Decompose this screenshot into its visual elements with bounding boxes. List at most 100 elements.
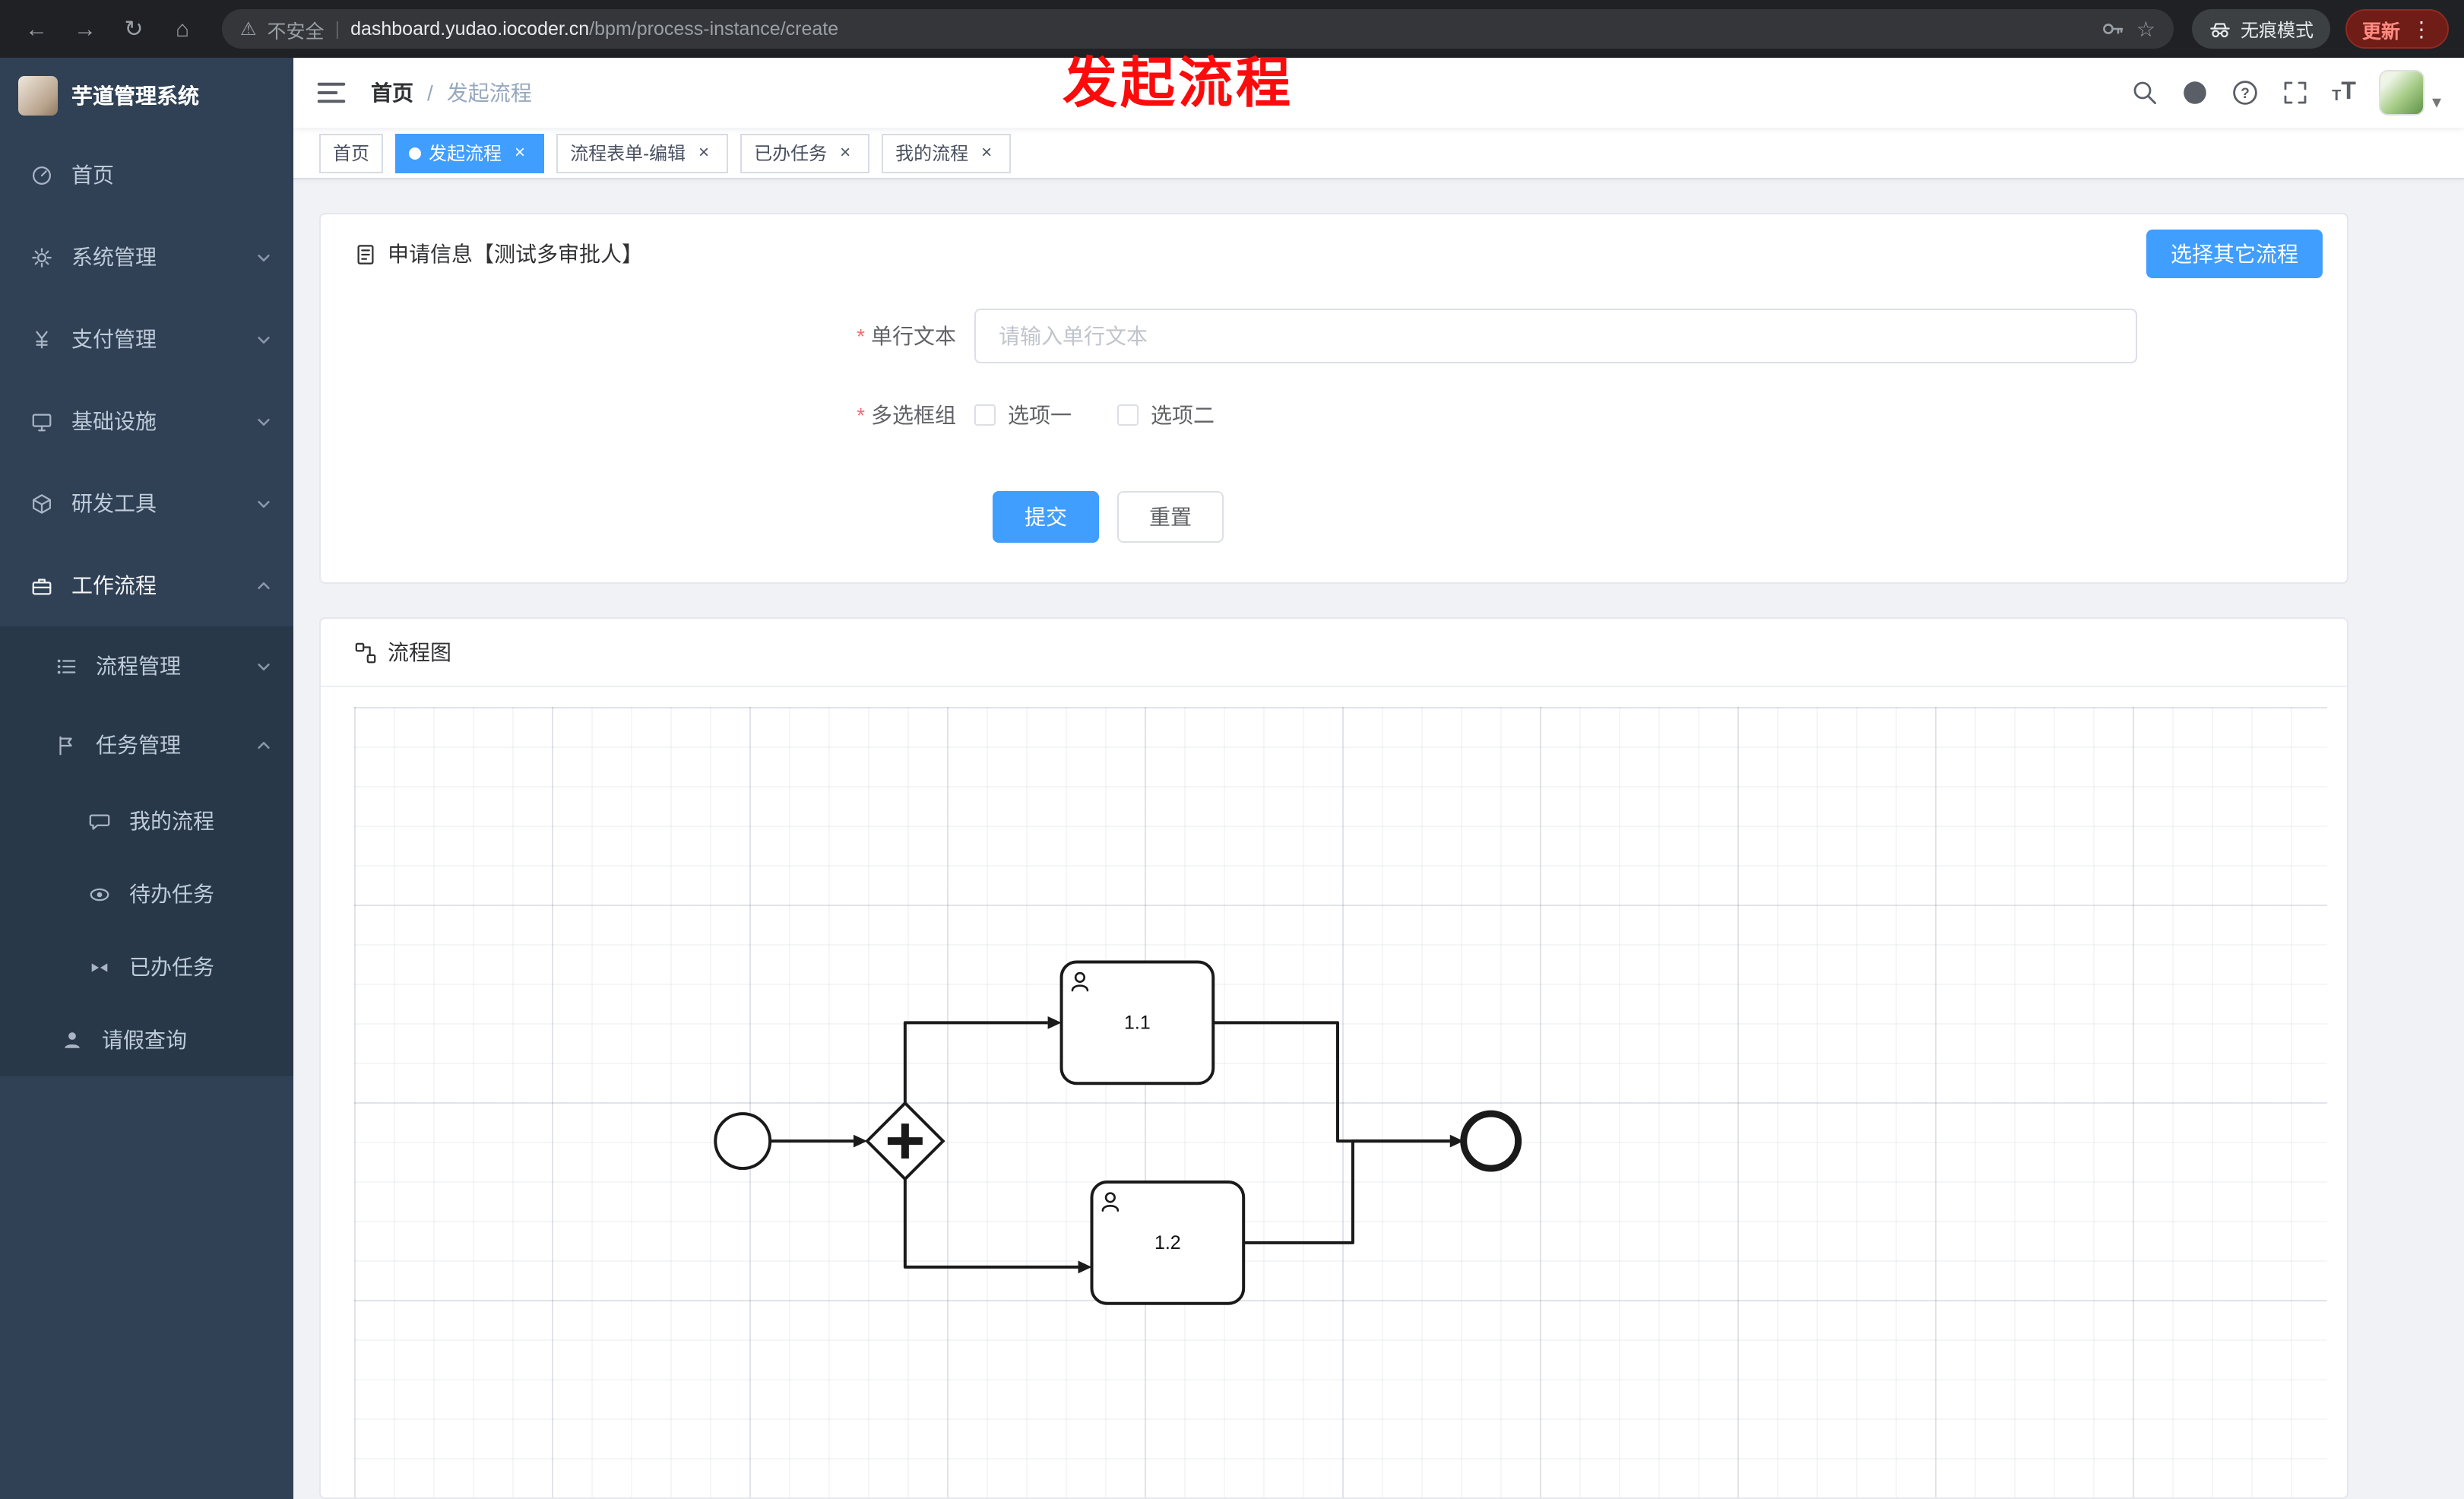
user-task-icon — [1071, 971, 1089, 992]
arrowhead — [1047, 1016, 1062, 1029]
tab-close-icon[interactable]: × — [981, 141, 993, 162]
bpmn-start-event[interactable] — [714, 1112, 772, 1171]
sidebar-item-task-management[interactable]: 任务管理 — [0, 705, 293, 784]
breadcrumb-home-link[interactable]: 首页 — [371, 81, 413, 105]
incognito-label: 无痕模式 — [2240, 19, 2314, 40]
checkbox-option-1[interactable]: 选项一 — [974, 400, 1072, 430]
url-path: /bpm/process-instance/create — [589, 18, 839, 40]
sidebar-item-label: 工作流程 — [71, 573, 157, 597]
chevron-down-icon — [258, 335, 270, 343]
help-icon[interactable]: ? — [2231, 79, 2259, 106]
password-key-icon[interactable] — [2101, 17, 2126, 41]
avatar[interactable] — [2378, 70, 2424, 116]
sidebar-item-infrastructure[interactable]: 基础设施 — [0, 380, 293, 462]
tab-close-icon[interactable]: × — [698, 141, 710, 162]
gear-icon — [32, 247, 52, 267]
chevron-down-icon — [258, 662, 270, 670]
field-label-checkbox-group: *多选框组 — [857, 403, 956, 427]
url-text: dashboard.yudao.iocoder.cn/bpm/process-i… — [350, 18, 838, 40]
browser-menu-icon[interactable]: ⋮ — [2411, 16, 2432, 40]
arrowhead — [1449, 1134, 1464, 1148]
bpmn-user-task-1-1[interactable]: 1.1 — [1059, 960, 1215, 1085]
plus-icon — [887, 1123, 923, 1159]
card-title: 申请信息【测试多审批人】 — [388, 242, 643, 266]
single-line-text-input[interactable] — [974, 309, 2137, 363]
sidebar-item-label: 基础设施 — [71, 409, 157, 433]
checkbox-box[interactable] — [974, 404, 996, 426]
tab-done-tasks[interactable]: 已办任务 × — [740, 133, 870, 173]
address-bar[interactable]: ⚠ 不安全 | dashboard.yudao.iocoder.cn/bpm/p… — [222, 9, 2174, 49]
sidebar-item-todo-tasks[interactable]: 待办任务 — [0, 857, 293, 930]
tab-my-process[interactable]: 我的流程 × — [882, 133, 1012, 173]
tab-label: 发起流程 — [429, 143, 502, 164]
bpmn-parallel-gateway[interactable] — [865, 1101, 945, 1181]
user-menu[interactable]: ▾ — [2378, 70, 2441, 116]
tab-label: 首页 — [333, 143, 370, 164]
bpmn-end-event[interactable] — [1460, 1110, 1522, 1172]
sidebar-item-devtools[interactable]: 研发工具 — [0, 462, 293, 544]
bpmn-user-task-1-2[interactable]: 1.2 — [1090, 1181, 1246, 1305]
sidebar-item-label: 待办任务 — [129, 882, 214, 906]
sidebar-item-payment[interactable]: 支付管理 — [0, 298, 293, 380]
search-icon[interactable] — [2131, 79, 2158, 106]
chat-bubble-icon — [89, 813, 110, 829]
task-label: 1.2 — [1154, 1232, 1181, 1253]
flow-gateway-to-task2 — [903, 1179, 1078, 1269]
chevron-down-icon — [258, 417, 270, 425]
chevron-up-icon — [258, 582, 270, 589]
card-title: 流程图 — [388, 640, 451, 664]
tab-home[interactable]: 首页 — [319, 133, 384, 173]
sidebar-collapse-icon[interactable] — [316, 78, 347, 108]
app-logo: 芋道管理系统 — [0, 58, 293, 134]
sidebar-item-label: 请假查询 — [102, 1028, 187, 1052]
monitor-icon — [32, 413, 52, 431]
sidebar-item-done-tasks[interactable]: 已办任务 — [0, 930, 293, 1003]
fullscreen-icon[interactable] — [2282, 79, 2309, 106]
browser-update-button[interactable]: 更新 ⋮ — [2345, 9, 2449, 49]
reset-button[interactable]: 重置 — [1117, 491, 1224, 543]
tab-label: 我的流程 — [895, 143, 969, 164]
incognito-badge: 无痕模式 — [2191, 9, 2330, 49]
caret-down-icon: ▾ — [2431, 91, 2441, 113]
page-content: 申请信息【测试多审批人】 选择其它流程 *单行文本 *多选框组 — [293, 179, 2464, 1499]
sidebar-item-home[interactable]: 首页 — [0, 134, 293, 216]
browser-refresh-icon[interactable]: ↻ — [124, 17, 144, 43]
breadcrumb: 首页 / 发起流程 — [371, 78, 532, 108]
flow-task2-to-end — [1243, 1139, 1450, 1244]
bpmn-canvas[interactable]: 1.1 1.2 — [354, 707, 2327, 1497]
tab-process-form-edit[interactable]: 流程表单-编辑 × — [556, 133, 729, 173]
not-secure-icon: ⚠ — [240, 18, 257, 40]
submit-button[interactable]: 提交 — [993, 491, 1099, 543]
checkbox-label: 选项一 — [1008, 403, 1072, 427]
sidebar-item-label: 流程管理 — [96, 654, 181, 678]
github-icon[interactable] — [2181, 79, 2209, 106]
sidebar-item-leave-query[interactable]: 请假查询 — [0, 1003, 293, 1076]
sidebar-item-my-process[interactable]: 我的流程 — [0, 784, 293, 857]
select-other-process-button[interactable]: 选择其它流程 — [2146, 230, 2323, 278]
sidebar-item-system[interactable]: 系统管理 — [0, 216, 293, 298]
workflow-submenu: 流程管理 任务管理 我的流程 待办任务 已办 — [0, 626, 293, 1076]
sidebar-item-process-management[interactable]: 流程管理 — [0, 626, 293, 705]
cube-icon — [33, 493, 51, 513]
checkbox-box[interactable] — [1117, 404, 1139, 426]
url-domain: dashboard.yudao.iocoder.cn — [350, 18, 590, 40]
browser-forward-icon[interactable]: → — [74, 16, 97, 42]
tab-close-icon[interactable]: × — [515, 141, 526, 162]
chevron-up-icon — [258, 741, 270, 749]
eye-icon — [90, 887, 109, 901]
browser-back-icon[interactable]: ← — [25, 16, 48, 42]
checkbox-option-2[interactable]: 选项二 — [1117, 400, 1215, 430]
process-diagram-card: 流程图 — [319, 617, 2348, 1499]
bowtie-icon — [91, 962, 108, 971]
svg-text:?: ? — [2241, 86, 2250, 102]
tab-start-process[interactable]: 发起流程 × — [395, 133, 545, 173]
app-title: 芋道管理系统 — [71, 84, 199, 108]
sidebar-item-workflow[interactable]: 工作流程 — [0, 544, 293, 626]
browser-home-icon[interactable]: ⌂ — [175, 16, 190, 42]
bookmark-star-icon[interactable]: ☆ — [2136, 16, 2155, 40]
tab-close-icon[interactable]: × — [840, 141, 851, 162]
sidebar-item-label: 已办任务 — [129, 955, 214, 979]
flag-icon — [59, 735, 72, 755]
